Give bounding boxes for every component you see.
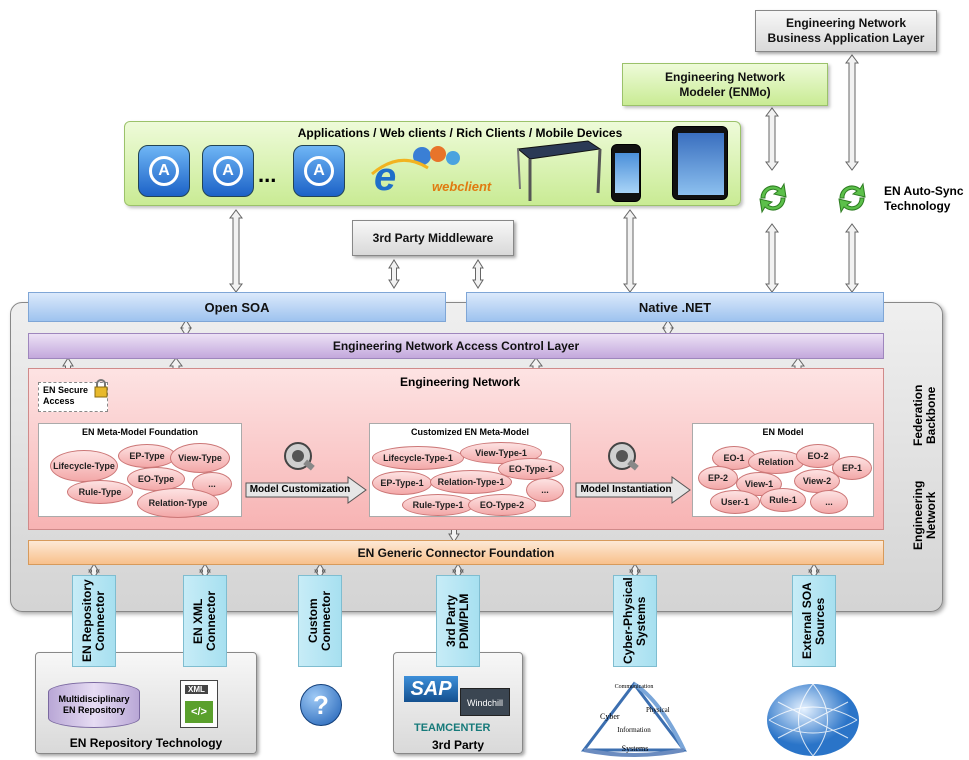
webclient-label: webclient — [432, 179, 492, 194]
model-instantiation-label: Model Instantiation — [580, 484, 672, 495]
xml-file-icon: XML </> — [180, 680, 218, 728]
model-item: EP-2 — [698, 466, 738, 490]
lock-icon — [94, 379, 108, 398]
help-icon: ? — [300, 684, 342, 726]
windchill-logo: Windchill — [460, 688, 510, 716]
model-item: ... — [810, 490, 848, 514]
double-arrow — [629, 563, 641, 579]
cps-top: Communication — [614, 684, 654, 690]
app-store-icon: A — [202, 145, 254, 197]
connector-label: EN XML Connector — [191, 591, 218, 651]
double-arrow — [765, 223, 779, 293]
meta-item: Relation-Type — [137, 488, 219, 518]
connector-box: EN XML Connector — [183, 575, 227, 667]
teamcenter-logo: TEAMCENTER — [414, 722, 491, 734]
meta-item: ... — [526, 478, 564, 502]
native-net-bar: Native .NET — [466, 292, 884, 322]
connector-box: External SOA Sources — [792, 575, 836, 667]
tool-icon — [608, 442, 639, 471]
phone-icon — [611, 144, 641, 202]
connector-box: Custom Connector — [298, 575, 342, 667]
sync-icon — [838, 182, 866, 214]
cps-center: Information — [617, 726, 651, 734]
connector-box: Cyber-Physical Systems — [613, 575, 657, 667]
tool-icon — [284, 442, 315, 471]
sync-icon — [759, 182, 787, 214]
app-store-icon: A — [293, 145, 345, 197]
more-apps-ellipsis: ... — [258, 162, 277, 187]
app-store-icon: A — [138, 145, 190, 197]
meta-item: EP-Type — [118, 444, 176, 468]
meta-item: Rule-Type — [67, 480, 133, 504]
connector-box: 3rd Party PDM/PLM — [436, 575, 480, 667]
connector-label: Cyber-Physical Systems — [621, 577, 648, 665]
access-control-layer: Engineering Network Access Control Layer — [28, 333, 884, 359]
en-model-title: EN Model — [762, 427, 804, 437]
double-arrow — [314, 563, 326, 579]
customized-meta-model-title: Customized EN Meta-Model — [410, 427, 529, 437]
double-arrow — [472, 259, 484, 289]
double-arrow — [662, 319, 674, 337]
double-arrow — [808, 563, 820, 579]
meta-item: Relation-Type-1 — [430, 470, 512, 494]
meta-item: View-Type — [170, 443, 230, 473]
model-instantiation-arrow — [575, 476, 691, 504]
connector-label: EN Repository Connector — [80, 579, 107, 663]
open-soa-bar: Open SOA — [28, 292, 446, 322]
model-item: Rule-1 — [760, 488, 806, 512]
repository-technology-title: EN Repository Technology — [69, 736, 223, 750]
meta-item: Lifecycle-Type-1 — [372, 446, 464, 470]
double-arrow — [845, 223, 859, 293]
double-arrow — [623, 209, 637, 293]
engineering-network-title: Engineering Network — [399, 375, 521, 389]
model-item: View-2 — [794, 469, 840, 493]
meta-item: EO-Type-2 — [468, 494, 536, 516]
connector-label: Custom Connector — [306, 591, 333, 651]
tablet-icon — [672, 126, 728, 200]
double-arrow — [199, 563, 211, 579]
model-item: Relation — [748, 450, 804, 474]
double-arrow — [765, 107, 779, 171]
browser-icons: e — [371, 146, 460, 199]
cps-right: Physical — [646, 706, 670, 714]
double-arrow — [180, 319, 192, 337]
cps-left: Cyber — [600, 712, 620, 721]
applications-title: Applications / Web clients / Rich Client… — [297, 126, 623, 140]
model-item: User-1 — [710, 490, 760, 514]
connector-label: External SOA Sources — [800, 582, 827, 660]
connector-box: EN Repository Connector — [72, 575, 116, 667]
globe-network-icon — [767, 683, 859, 756]
meta-model-foundation-title: EN Meta-Model Foundation — [82, 427, 198, 437]
connector-label: 3rd Party PDM/PLM — [444, 593, 471, 649]
sap-logo: SAP — [404, 676, 458, 702]
double-arrow — [229, 209, 243, 293]
meta-item: Rule-Type-1 — [402, 494, 474, 516]
double-arrow — [388, 259, 400, 289]
third-party-title: 3rd Party — [431, 738, 485, 752]
double-arrow — [845, 54, 859, 171]
connector-foundation-bar: EN Generic Connector Foundation — [28, 540, 884, 565]
third-party-middleware: 3rd Party Middleware — [352, 220, 514, 256]
model-customization-label: Model Customization — [249, 484, 351, 495]
surface-table-icon — [516, 140, 602, 201]
cps-bottom: Systems — [621, 744, 649, 753]
double-arrow — [452, 563, 464, 579]
model-customization-arrow — [245, 476, 367, 504]
cyber-physical-logo — [580, 681, 688, 757]
double-arrow — [88, 563, 100, 579]
meta-item: EP-Type-1 — [372, 471, 432, 495]
meta-item: Lifecycle-Type — [50, 450, 118, 482]
svg-text:e: e — [374, 155, 396, 199]
meta-item: EO-Type-1 — [498, 458, 564, 480]
